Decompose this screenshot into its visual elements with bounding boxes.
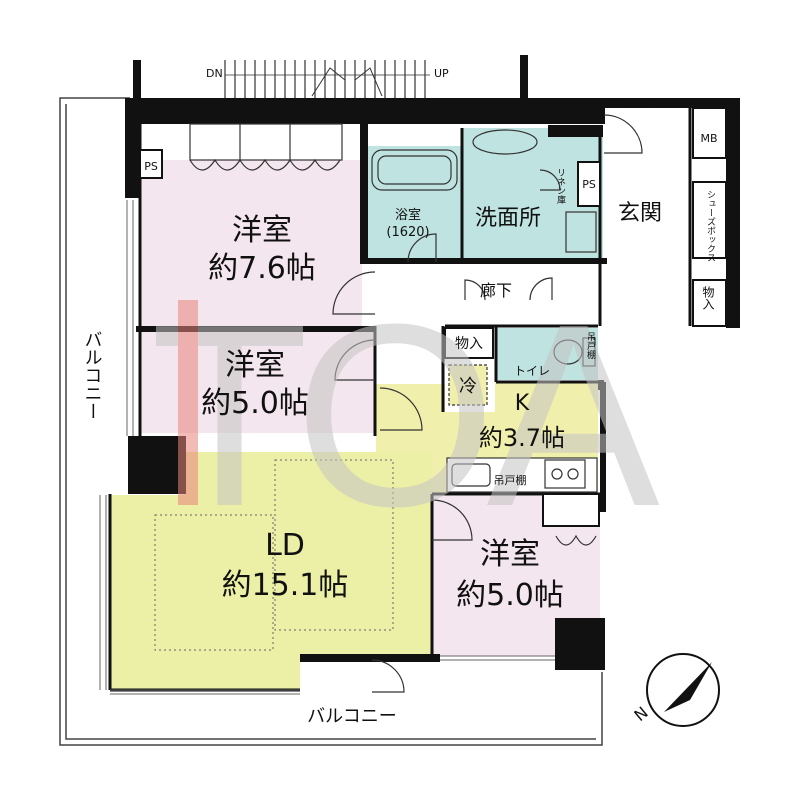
ps-right-label: PS (582, 178, 596, 191)
hanging-shelf-kitchen-label: 吊戸棚 (494, 473, 527, 487)
ld-area (110, 452, 432, 690)
balcony-bottom-label: バルコニー (307, 706, 397, 727)
hallway-name: 廊下 (480, 281, 512, 300)
ld-size: 約15.1帖 (222, 568, 349, 603)
compass-ring (646, 653, 720, 727)
bath-name: 浴室 (395, 207, 421, 223)
bedroom1-name: 洋室 (232, 213, 292, 248)
watermark: TOA (150, 271, 671, 561)
toilet-name: トイレ (514, 364, 550, 378)
bath-area (368, 146, 461, 260)
hanging-shelf-toilet-label: 吊戸棚 (585, 332, 596, 360)
shoe-box-label: シューズボックス (705, 190, 716, 262)
storage-hall-label: 物入 (455, 336, 483, 352)
bedroom3-name: 洋室 (480, 537, 540, 572)
compass: N (630, 653, 720, 727)
ld-dashed-outlines (154, 459, 394, 651)
ps-left-label: PS (144, 160, 158, 173)
watermark-text: TOA (150, 271, 661, 561)
doors (332, 114, 643, 693)
compass-needle (664, 662, 712, 712)
linen-label: リネン庫 (555, 168, 566, 205)
stairs-down-label: DN (206, 67, 223, 80)
fixtures-wet (371, 129, 597, 367)
windows (99, 200, 555, 695)
bedroom3-size: 約5.0帖 (456, 578, 564, 613)
balcony-outline (59, 97, 603, 746)
stairs-up-label: UP (434, 67, 449, 80)
bedroom1-area (140, 160, 362, 328)
room-fills (110, 128, 603, 690)
bedroom2-name: 洋室 (225, 348, 285, 383)
toilet-area (496, 328, 598, 380)
utility-boxes (139, 107, 727, 527)
bath-size: (1620) (386, 225, 429, 240)
entrance-name: 玄関 (618, 201, 662, 226)
kitchen-size: 約3.7帖 (479, 424, 565, 452)
mb-label: MB (700, 132, 717, 145)
bedroom2-size: 約5.0帖 (201, 386, 309, 421)
storage-entry-label: 物入 (701, 286, 715, 310)
stairs (224, 60, 430, 100)
washroom-name: 洗面所 (475, 206, 541, 231)
closet-bedroom1 (189, 123, 343, 171)
kitchen-counter (446, 364, 598, 493)
alcove-label: アルコーブ (610, 97, 654, 109)
compass-n-label: N (630, 703, 651, 725)
bedroom1-size: 約7.6帖 (208, 251, 316, 286)
walls (125, 55, 740, 670)
kitchen-name: K (515, 391, 530, 416)
ld-name: LD (265, 528, 305, 563)
balcony-left-label: バルコニー (82, 330, 103, 420)
fridge-label: 冷 (459, 376, 477, 397)
